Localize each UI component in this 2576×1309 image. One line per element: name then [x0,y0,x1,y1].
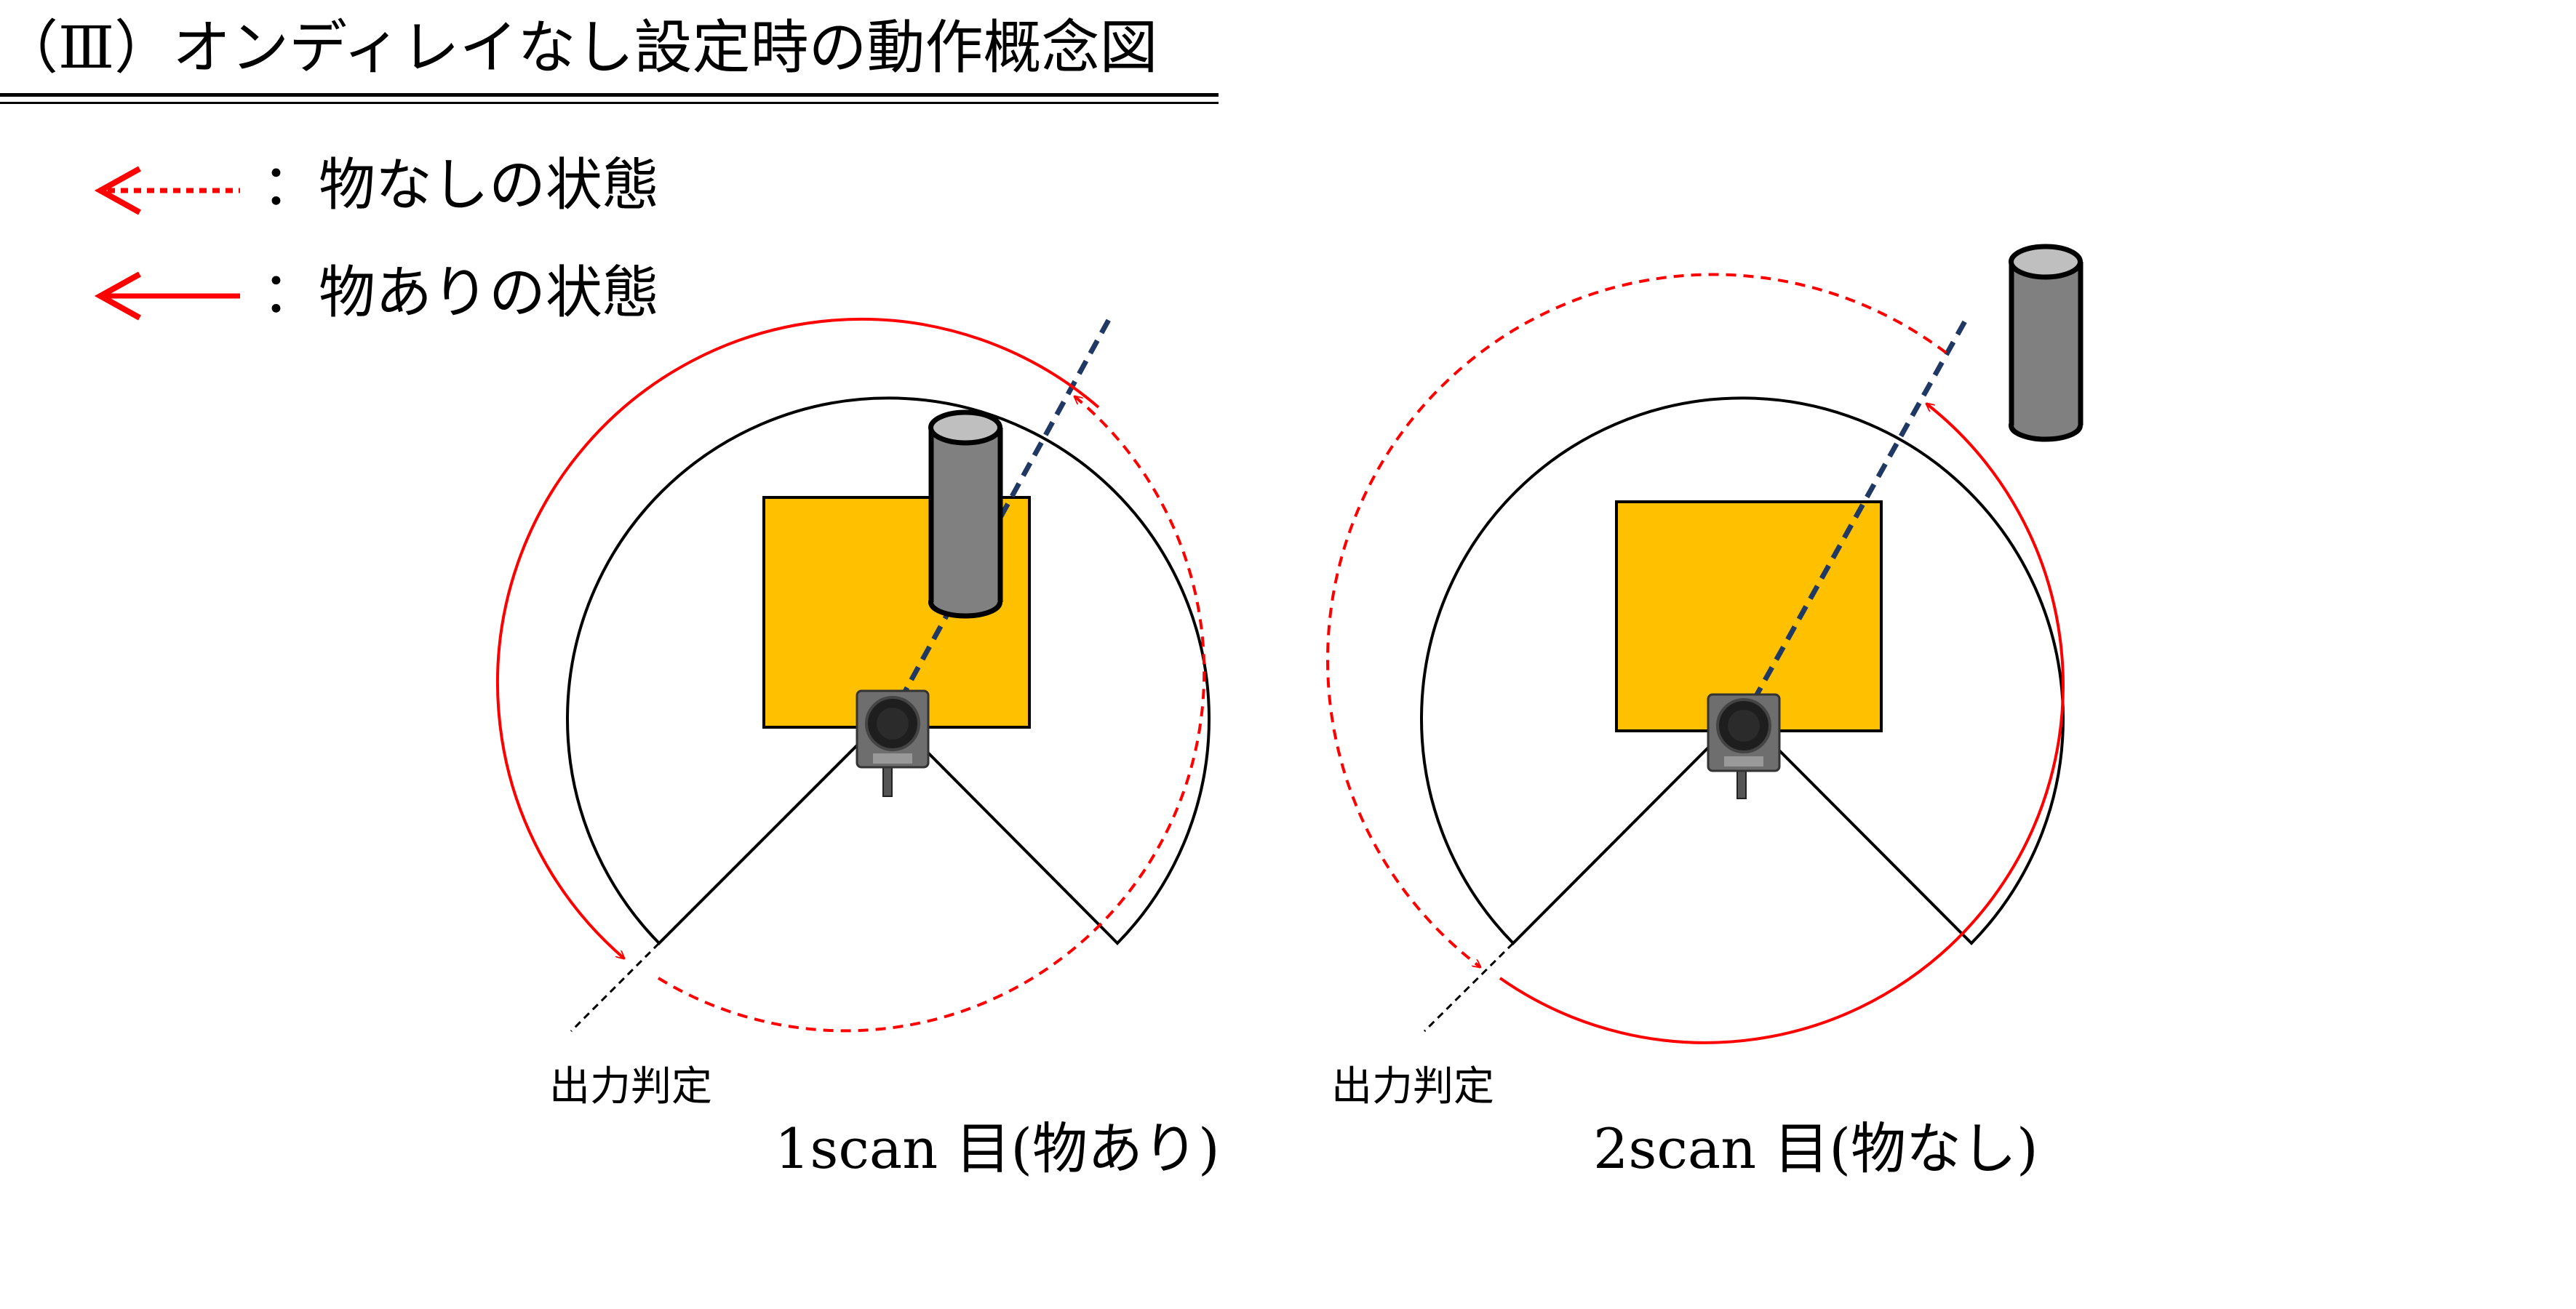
scan2-object-cylinder [2009,244,2083,442]
scan2-solid-arrow [1499,404,2065,1044]
legend-label-no-object: ：物なしの状態 [262,153,660,218]
scan2-dotted-arrow [1326,273,1947,967]
panel-caption-scan2: 2scan 目(物なし) [1593,1116,2038,1181]
scan2-plate [1615,500,1883,732]
scan1-panel [496,317,1211,1033]
scan2-panel [1326,244,2083,1044]
page-title: （Ⅲ）オンディレイなし設定時の動作概念図 [0,14,1158,81]
output-judgement-label-scan1: 出力判定 [549,1063,712,1110]
scan1-output-judgement-line [570,942,661,1033]
scan1-object-cylinder [928,409,1003,619]
scan2-output-judgement-line [1423,942,1515,1033]
scan1-sensor-icon [856,689,930,797]
scan1-detection-area-outline [566,396,1211,945]
output-judgement-label-scan2: 出力判定 [1331,1063,1494,1110]
title-underline-bottom [0,102,1219,104]
panel-caption-scan1: 1scan 目(物あり) [775,1116,1220,1181]
scan1-solid-arrow [496,318,1100,958]
title-underline-top [0,93,1219,97]
scan2-detection-area-outline [1420,396,2065,945]
scan2-sensor-icon [1707,693,1781,799]
legend-label-object-present: ：物ありの状態 [262,260,660,326]
legend-solid-arrow-icon [94,271,240,321]
legend-dotted-arrow-icon [94,166,240,215]
scan2-scan-line [1739,319,1969,722]
